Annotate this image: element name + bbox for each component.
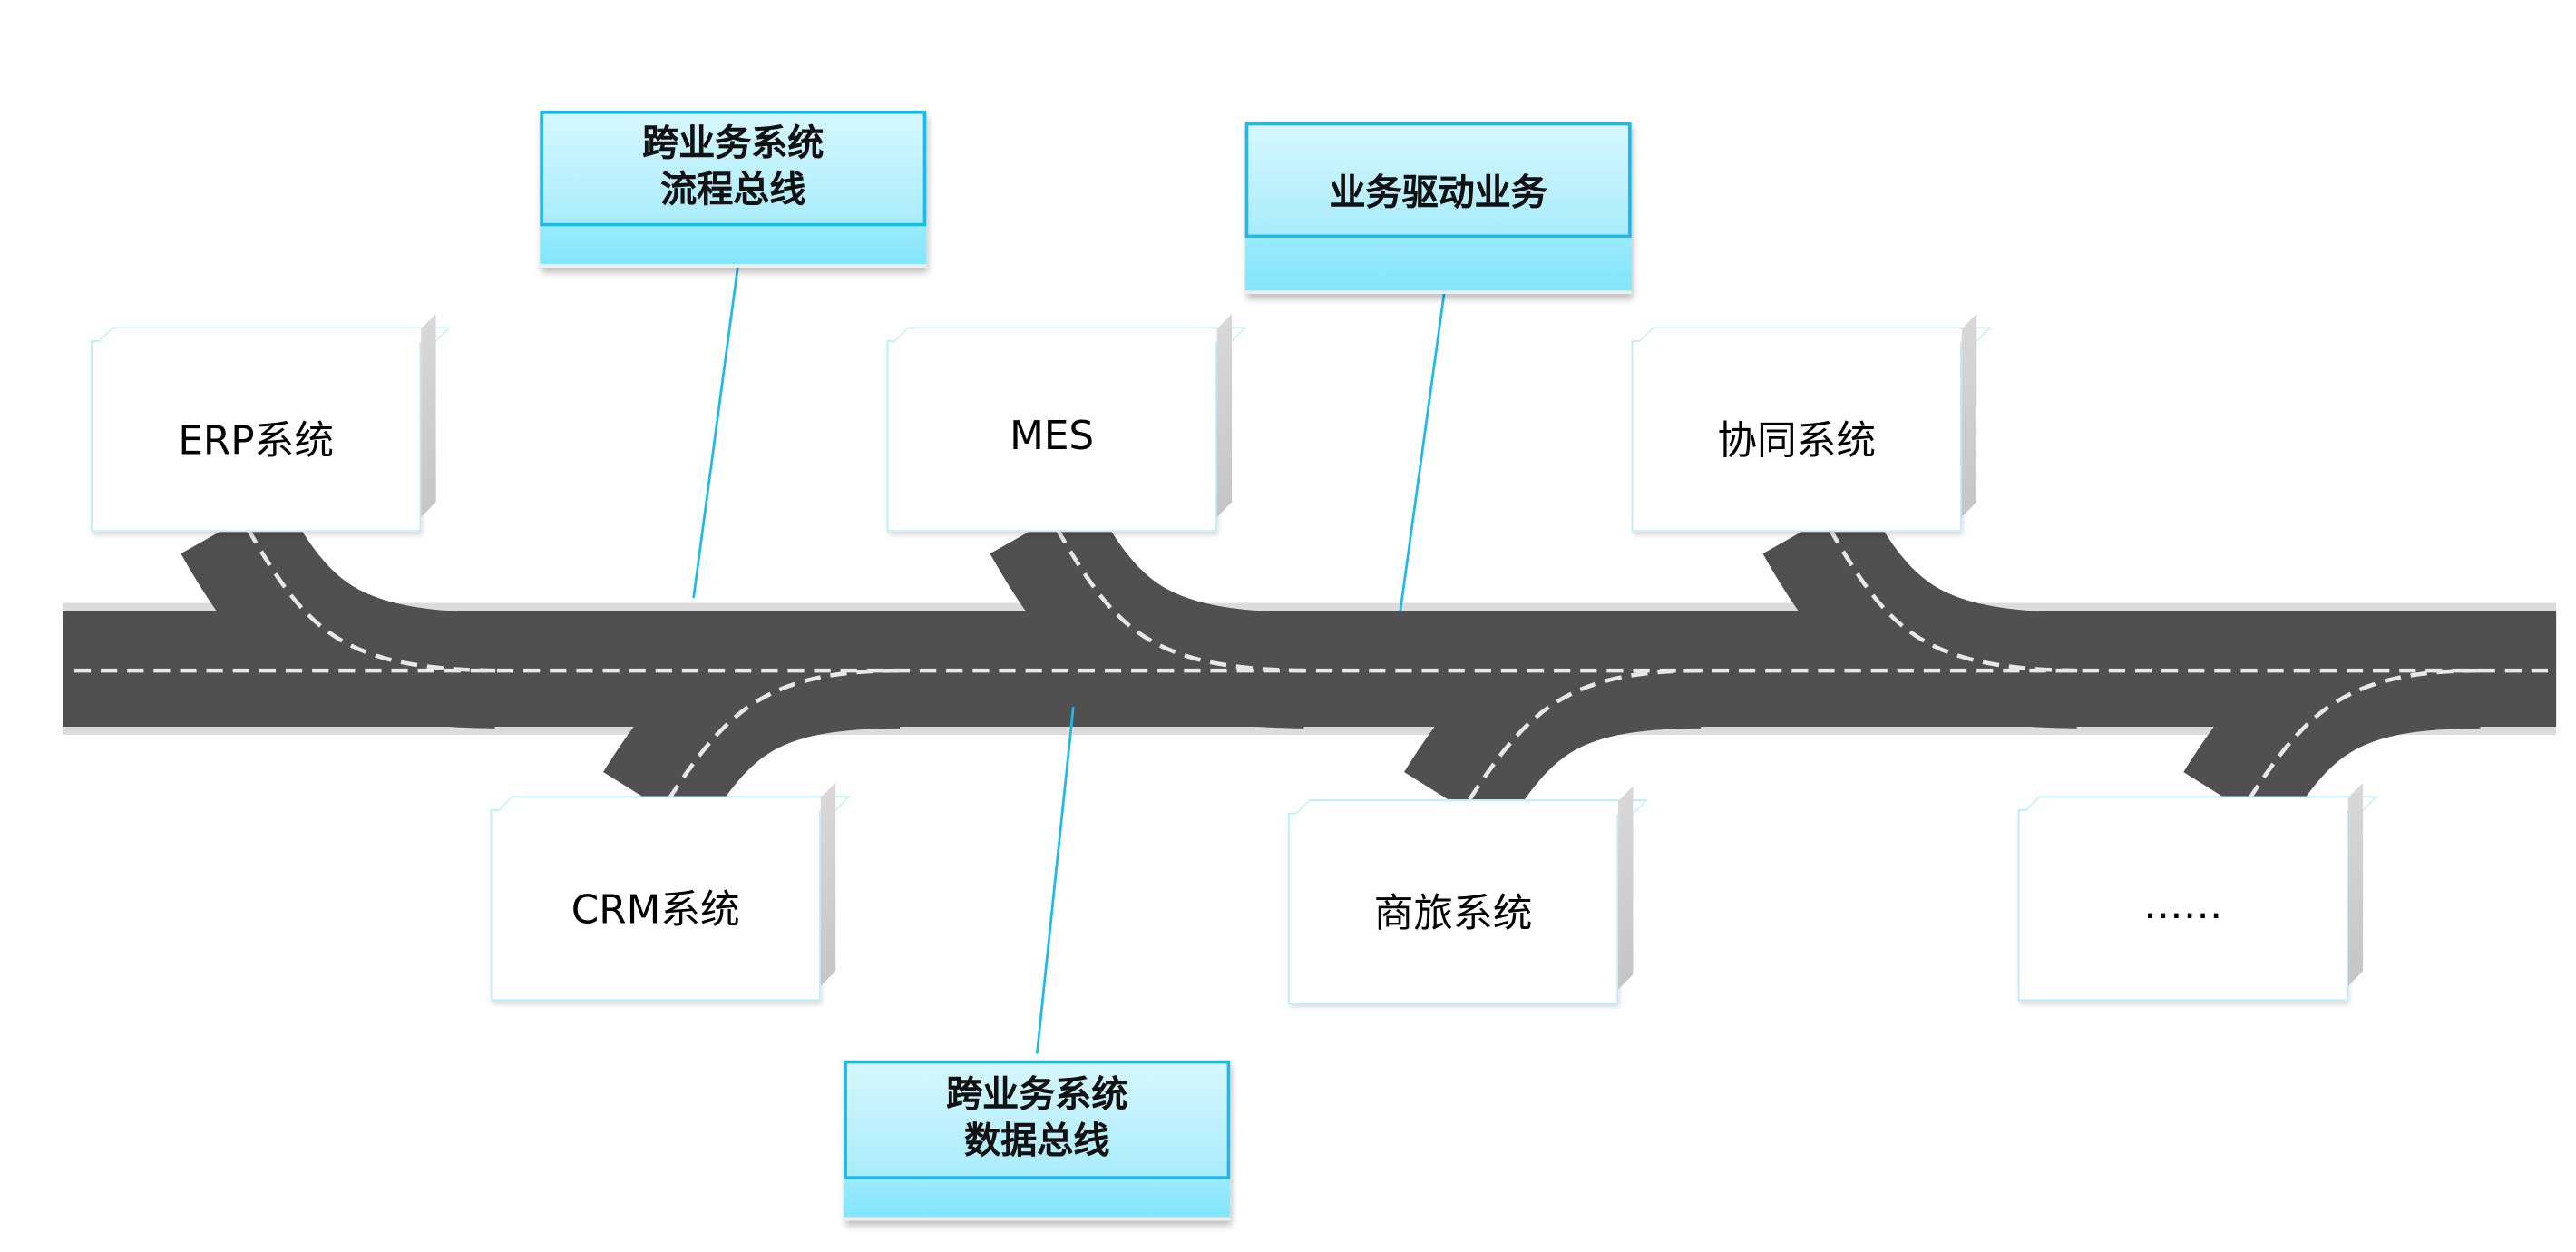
system-box-more: …… (2017, 782, 2378, 1002)
callout-face: 跨业务系统 流程总线 (540, 110, 927, 227)
system-box-collab: 协同系统 (1631, 313, 1992, 533)
system-label: CRM系统 (571, 885, 740, 933)
box-bevel-top (496, 796, 851, 811)
connector-data-bus (1035, 707, 1075, 1054)
system-box-travel: 商旅系统 (1287, 786, 1648, 1004)
lane-markings (73, 527, 2557, 801)
system-box-erp: ERP系统 (91, 313, 451, 533)
system-label: 商旅系统 (1373, 889, 1533, 936)
callout-data-bus: 跨业务系统 数据总线 (844, 1060, 1231, 1221)
callout-line-2: 流程总线 (660, 170, 806, 212)
callout-face: 跨业务系统 数据总线 (844, 1060, 1231, 1179)
connector-process-bus (692, 264, 740, 599)
system-box-crm: CRM系统 (490, 782, 851, 1002)
box-bevel-top (1294, 799, 1648, 815)
callout-connectors (692, 264, 1449, 1054)
system-label: MES (1010, 413, 1095, 460)
callout-line-1: 跨业务系统 (642, 123, 825, 166)
box-bevel-side (1961, 313, 1977, 517)
connector-business-drive (1399, 275, 1449, 611)
callout-band (1244, 238, 1632, 295)
box-bevel-side (820, 782, 836, 986)
callout-line-1: 业务驱动业务 (1329, 173, 1547, 215)
box-bevel-top (1637, 327, 1992, 342)
box-bevel-top (97, 327, 451, 342)
callout-business-drive: 业务驱动业务 (1244, 122, 1632, 295)
system-label: ERP系统 (178, 416, 335, 464)
callout-face: 业务驱动业务 (1244, 122, 1632, 239)
box-bevel-side (1618, 786, 1634, 990)
box-bevel-top (893, 327, 1247, 342)
system-box-mes: MES (886, 313, 1247, 533)
callout-line-1: 跨业务系统 (946, 1075, 1128, 1117)
box-bevel-side (1216, 313, 1233, 517)
callout-line-2: 数据总线 (964, 1121, 1110, 1163)
box-bevel-side (421, 313, 436, 517)
system-label: …… (2143, 882, 2223, 929)
callout-band (844, 1179, 1231, 1221)
box-bevel-side (2347, 782, 2364, 986)
callout-process-bus: 跨业务系统 流程总线 (540, 110, 927, 268)
callout-band (540, 226, 927, 268)
box-bevel-top (2024, 796, 2378, 811)
system-label: 协同系统 (1717, 416, 1877, 464)
